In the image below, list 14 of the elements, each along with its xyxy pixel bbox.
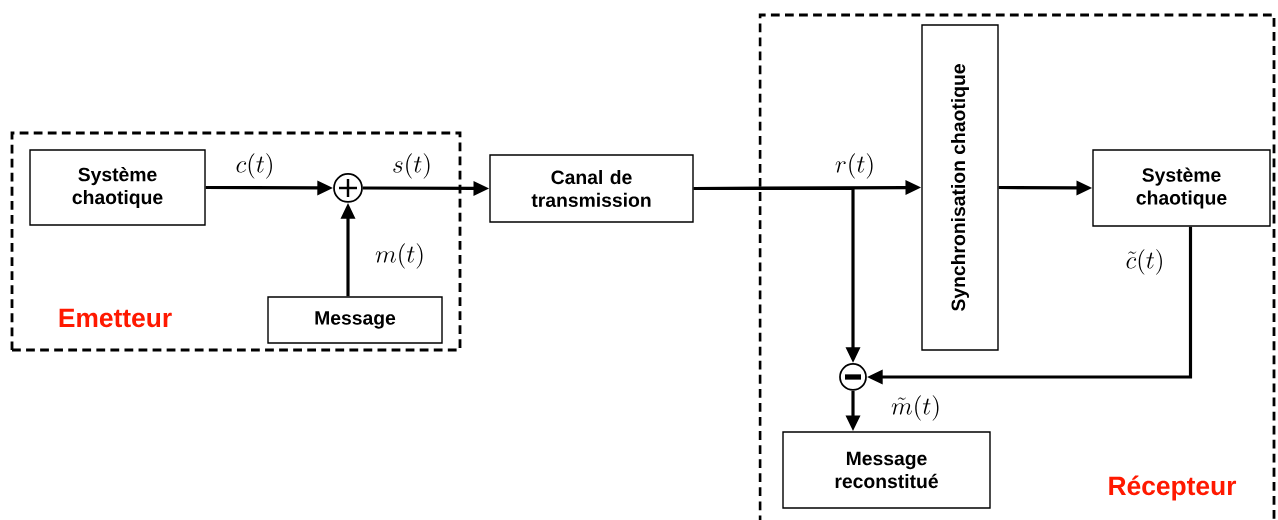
process-box: Message reconstitué [782,431,991,509]
edge-label: $c(t)$ [233,151,277,181]
edge-label: $\tilde{c}(t)$ [1123,247,1167,277]
edge-label: $r(t)$ [833,151,877,181]
process-box: Message [267,296,443,344]
edge-label: $m(t)$ [373,241,427,271]
edge-label: $\tilde{m}(t)$ [889,393,943,423]
process-box: Canal de transmission [489,154,694,223]
summing-junction [333,173,363,203]
subtraction-junction [839,363,867,391]
process-box: Synchronisation chaotique [921,24,999,351]
process-box: Système chaotique [1092,149,1271,227]
process-box: Système chaotique [29,149,206,226]
edge-label: $s(t)$ [390,151,434,181]
